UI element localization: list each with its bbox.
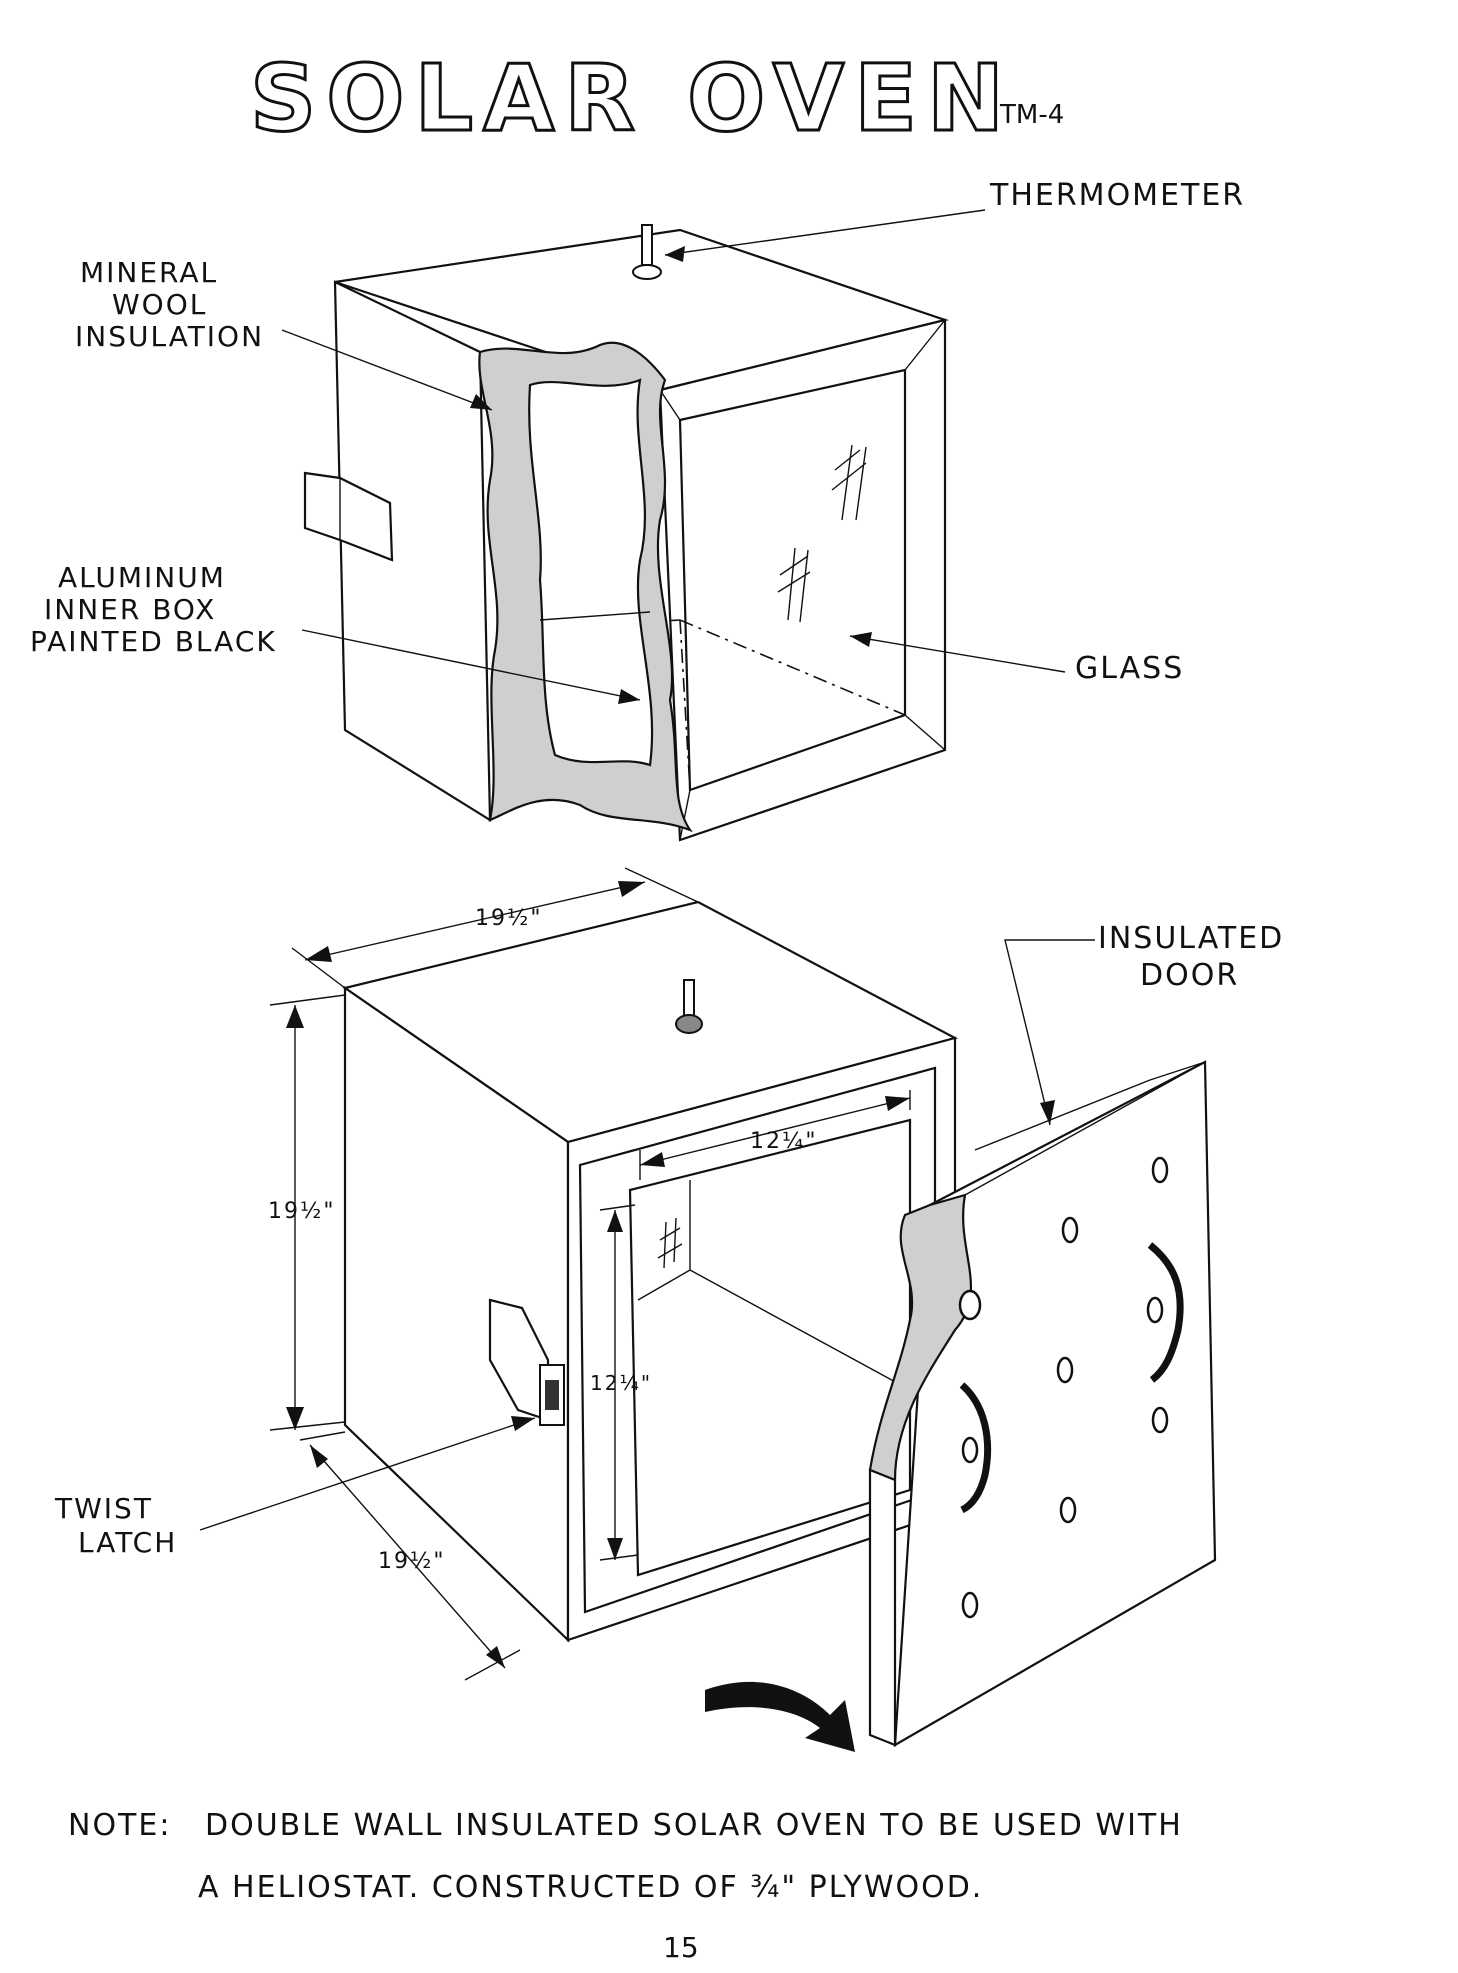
glass-mark-2	[777, 547, 811, 623]
glass-mark-1	[831, 444, 867, 521]
bolt-2	[1061, 1216, 1079, 1244]
note: NOTE: DOUBLE WALL INSULATED SOLAR OVEN T…	[68, 1808, 1183, 1905]
bolt-4	[1056, 1356, 1074, 1384]
svg-text:12¼": 12¼"	[750, 1129, 817, 1154]
bolt-1	[1151, 1156, 1169, 1184]
dimension-top-width: 19½"	[291, 867, 699, 989]
svg-text:ALUMINUM: ALUMINUM	[58, 561, 226, 594]
bottom-oven	[342, 900, 958, 1643]
insulated-door	[868, 1060, 1217, 1747]
label-glass: GLASS	[849, 632, 1184, 686]
door-swing-arrow	[705, 1681, 855, 1752]
note-line-1: DOUBLE WALL INSULATED SOLAR OVEN TO BE U…	[205, 1808, 1183, 1843]
door-handle-1	[1147, 1242, 1184, 1383]
bottom-thermometer-stem	[683, 979, 695, 1019]
bottom-oven-opening	[628, 1118, 912, 1577]
dimension-opening-width: 12¼"	[639, 1090, 911, 1180]
svg-text:MINERAL: MINERAL	[80, 256, 218, 289]
dimension-height: 19½"	[268, 994, 346, 1431]
svg-text:INNER BOX: INNER BOX	[44, 593, 216, 626]
door-edge	[868, 1468, 897, 1747]
svg-text:GLASS: GLASS	[1075, 651, 1184, 686]
top-oven-left-face	[333, 280, 492, 823]
thermometer-leader	[664, 209, 986, 256]
bolt-5	[1151, 1406, 1169, 1434]
label-twist-latch: TWIST LATCH	[54, 1416, 536, 1559]
twist-latch-leader	[199, 1417, 536, 1531]
svg-text:19½": 19½"	[475, 906, 542, 931]
aluminum-inner-box	[528, 378, 654, 767]
svg-text:INSULATION: INSULATION	[75, 320, 264, 353]
bolt-7	[1059, 1496, 1077, 1524]
svg-text:TWIST: TWIST	[54, 1492, 153, 1525]
opening-inner-edges	[637, 1180, 911, 1391]
aluminum-box-leader	[301, 629, 641, 701]
label-thermometer: THERMOMETER	[664, 178, 1245, 262]
svg-text:12¼": 12¼"	[590, 1371, 652, 1395]
svg-text:LATCH: LATCH	[78, 1526, 177, 1559]
label-insulated-door: INSULATED DOOR	[1004, 921, 1284, 1126]
door-hinge-knob	[958, 1289, 982, 1321]
mineral-wool-leader	[281, 329, 493, 411]
thermometer-base	[632, 264, 662, 280]
note-line-2: A HELIOSTAT. CONSTRUCTED OF ¾" PLYWOOD.	[198, 1870, 983, 1905]
svg-text:THERMOMETER: THERMOMETER	[989, 178, 1245, 213]
bolt-6	[961, 1436, 979, 1464]
thermometer-stem	[641, 224, 653, 266]
svg-text:19½": 19½"	[378, 1549, 445, 1574]
page-number: 15	[663, 1931, 699, 1964]
door-top-edge	[904, 1061, 1206, 1216]
inner-box-floor-line	[539, 611, 651, 621]
figure-code: TM-4	[999, 100, 1064, 130]
svg-text:DOOR: DOOR	[1140, 958, 1239, 993]
svg-text:WOOL: WOOL	[112, 288, 207, 321]
bolt-8	[961, 1591, 979, 1619]
dimension-opening-height: 12¼"	[590, 1204, 652, 1561]
label-mineral-wool: MINERAL WOOL INSULATION	[75, 256, 493, 411]
door-bolts	[961, 1156, 1169, 1619]
opening-glass-mark	[657, 1217, 683, 1269]
bolt-3	[1146, 1296, 1164, 1324]
svg-text:PAINTED BLACK: PAINTED BLACK	[30, 625, 277, 658]
door-handle-2	[959, 1382, 992, 1514]
svg-text:INSULATED: INSULATED	[1098, 921, 1284, 956]
door-panel	[893, 1060, 1217, 1747]
note-prefix: NOTE:	[68, 1808, 171, 1843]
svg-text:19½": 19½"	[268, 1199, 335, 1224]
glass-leader	[849, 635, 1066, 673]
bottom-thermometer-base	[675, 1014, 703, 1034]
frame-bevels	[659, 319, 946, 841]
label-aluminum-box: ALUMINUM INNER BOX PAINTED BLACK	[30, 561, 641, 704]
top-oven-cutaway	[303, 224, 949, 842]
page-title: SOLAR OVEN	[250, 45, 1014, 152]
insulated-door-leader	[1004, 939, 1095, 1126]
